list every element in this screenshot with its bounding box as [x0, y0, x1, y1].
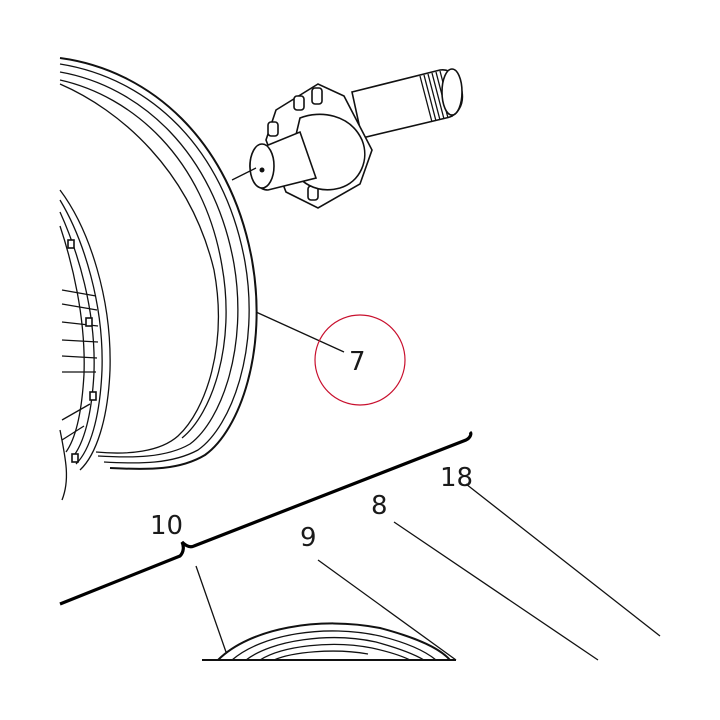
- axle-hub-assembly: [231, 68, 464, 209]
- leader-8: [393, 521, 599, 661]
- callout-10: 10: [150, 511, 183, 541]
- callout-18: 18: [440, 463, 473, 493]
- drum-wheel: [59, 57, 258, 501]
- callout-highlight-circle: [314, 314, 406, 406]
- leader-10: [195, 565, 227, 653]
- leader-7: [255, 311, 345, 353]
- callout-7: 7: [349, 347, 366, 377]
- callout-8: 8: [371, 491, 388, 521]
- group-bracket: [59, 430, 473, 606]
- lower-wheel-partial: [202, 622, 456, 661]
- callout-9: 9: [300, 523, 317, 553]
- leader-18: [465, 483, 661, 637]
- leader-9: [317, 559, 457, 661]
